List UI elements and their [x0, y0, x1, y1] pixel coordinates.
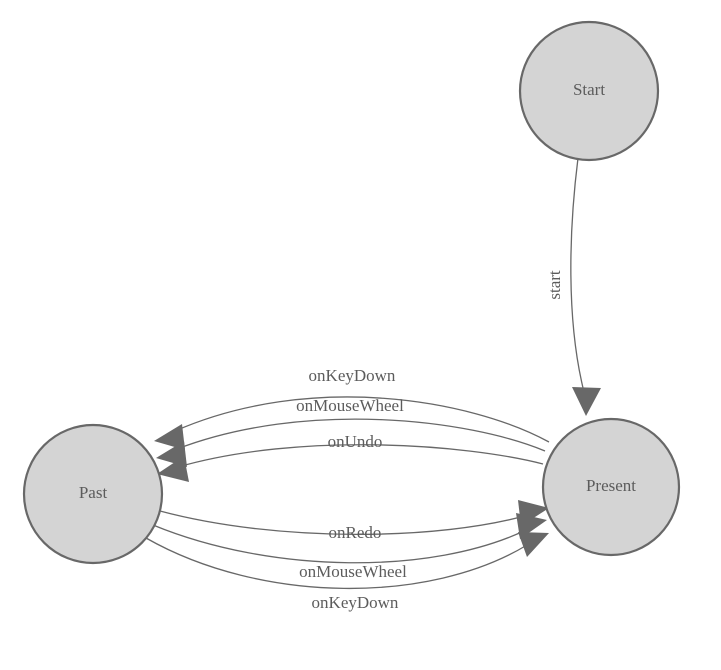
- edge-start-to-present[interactable]: start: [545, 157, 601, 416]
- edge-path-past-present-onkeydown: [145, 537, 528, 590]
- node-past[interactable]: Past: [22, 423, 164, 565]
- edge-past-to-present-onredo[interactable]: onRedo: [159, 500, 549, 542]
- edge-label-past-present-onredo: onRedo: [329, 523, 382, 542]
- edge-path-past-present-onmousewheel: [152, 524, 527, 564]
- edge-label-past-present-onkeydown: onKeyDown: [312, 593, 399, 612]
- node-past-label: Past: [79, 483, 108, 502]
- edge-past-to-present-onmousewheel[interactable]: onMouseWheel: [152, 513, 547, 581]
- node-present-circle: [541, 417, 681, 557]
- edge-label-present-past-onkeydown: onKeyDown: [309, 366, 396, 385]
- edge-path-past-present-onredo: [159, 510, 529, 536]
- edge-label-present-past-onundo: onUndo: [328, 432, 383, 451]
- edge-path-present-past-onundo: [177, 444, 544, 468]
- arrowhead-present-past-onkeydown: [154, 424, 185, 450]
- arrowhead-past-present-onkeydown: [518, 532, 549, 557]
- edge-label-past-present-onmousewheel: onMouseWheel: [299, 562, 407, 581]
- edge-path-start-present: [570, 157, 585, 393]
- node-present-label: Present: [586, 476, 636, 495]
- edge-past-to-present-onkeydown[interactable]: onKeyDown: [145, 532, 549, 612]
- edge-present-to-past-onkeydown[interactable]: onKeyDown: [154, 366, 550, 450]
- node-present[interactable]: Present: [541, 417, 681, 557]
- edge-present-to-past-onundo[interactable]: onUndo: [157, 432, 544, 482]
- edge-path-present-past-onmousewheel: [176, 418, 546, 452]
- edge-label-present-past-onmousewheel: onMouseWheel: [296, 396, 404, 415]
- edge-label-start: start: [545, 270, 564, 300]
- node-start-label: Start: [573, 80, 605, 99]
- node-start[interactable]: Start: [518, 20, 660, 162]
- node-start-circle: [518, 20, 660, 162]
- arrowhead-start-present: [572, 387, 601, 416]
- edge-path-present-past-onkeydown: [174, 396, 550, 443]
- node-past-circle: [22, 423, 164, 565]
- arrowhead-present-past-onundo: [157, 456, 189, 482]
